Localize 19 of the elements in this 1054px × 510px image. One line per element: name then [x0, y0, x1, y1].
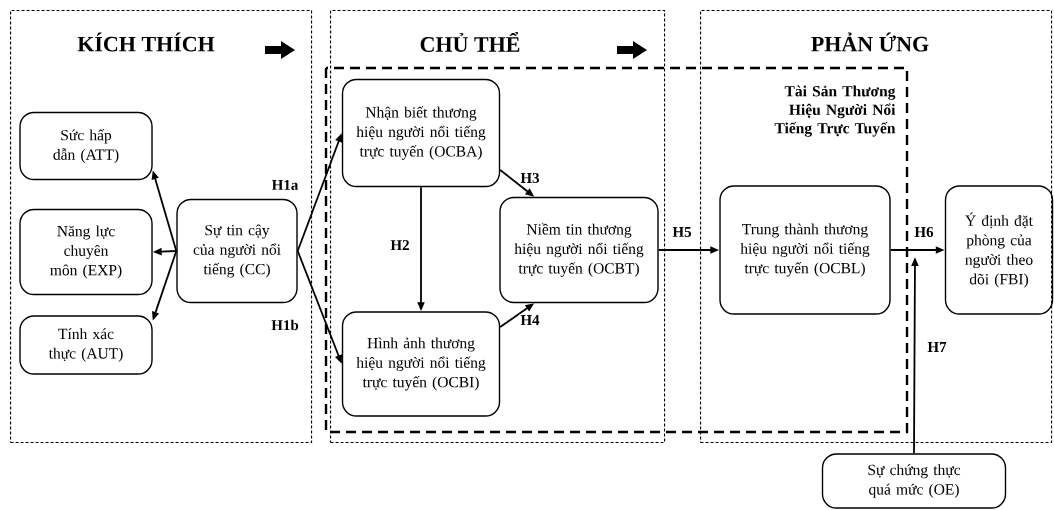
construct-box: Trung thành thương hiệu người nổi tiếng trực tuyến (OCBL) — [719, 185, 891, 315]
construct-box: Tính xác thực (AUT) — [19, 315, 153, 375]
edge-label: H5 — [672, 227, 692, 237]
edge-label: H1a — [271, 180, 299, 190]
construct-box: Sự chứng thực quá mức (OE) — [821, 453, 1007, 509]
edge-label: H3 — [520, 172, 540, 184]
edge-label: H6 — [914, 226, 934, 238]
construct-box: Sự tin cậy của người nổi tiếng (CC) — [176, 198, 298, 304]
construct-box: Sức hấp dẫn (ATT) — [19, 111, 153, 181]
construct-box: Ý định đặt phòng của người theo dõi (FBI) — [944, 185, 1054, 315]
edge-label: H7 — [927, 342, 947, 352]
edge-label: H1b — [271, 319, 299, 331]
construct-box: Niềm tin thương hiệu người nổi tiếng trực tuyến (OCBT) — [499, 196, 659, 304]
edge-label: H2 — [390, 240, 409, 250]
construct-box: Năng lực chuyên môn (EXP) — [19, 208, 153, 296]
construct-box: Hình ảnh thương hiệu người nổi tiếng trực tuyến (OCBI) — [341, 311, 501, 417]
edge-label: H4 — [520, 315, 540, 325]
construct-box: Nhận biết thương hiệu người nổi tiếng trực tuyến (OCBA) — [341, 78, 501, 188]
group-title: Tài Sản Thương Hiệu Người Nổi Tiếng Trực Tuyến — [774, 85, 896, 137]
